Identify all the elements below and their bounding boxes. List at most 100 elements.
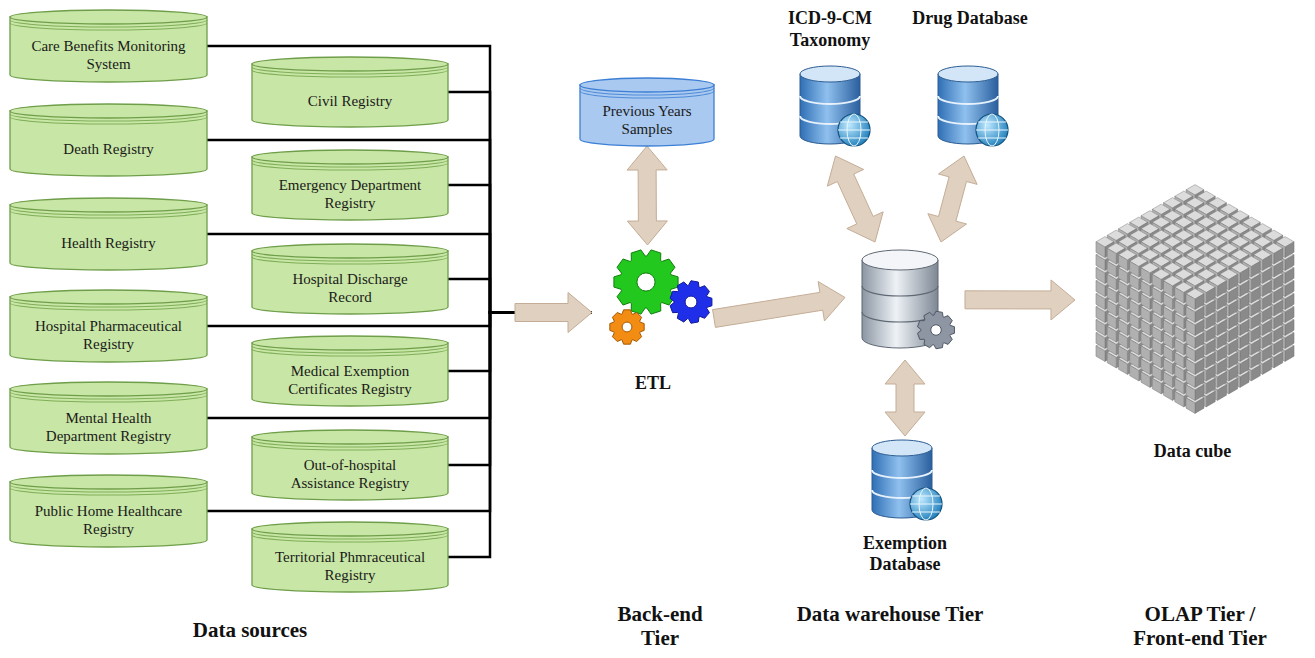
cylinder-top bbox=[580, 78, 714, 92]
gear-hole bbox=[685, 296, 697, 308]
cylinder-ring bbox=[10, 211, 207, 218]
node-text: Hospital Pharmaceutical Registry bbox=[30, 317, 187, 353]
block-arrow bbox=[713, 282, 845, 328]
cube-cell bbox=[1141, 307, 1150, 323]
cylinder-ring bbox=[10, 300, 207, 307]
cube-cell bbox=[1107, 261, 1116, 277]
cube-cell bbox=[1240, 307, 1249, 323]
cube-cell bbox=[1285, 242, 1294, 258]
cube-cell bbox=[1152, 326, 1161, 342]
node-text: Care Benefits Monitoring System bbox=[30, 37, 187, 73]
cube-cell bbox=[1251, 352, 1260, 368]
cube-cell bbox=[1229, 352, 1238, 368]
cube-cell bbox=[1206, 339, 1215, 355]
cube-cell bbox=[1206, 365, 1215, 381]
cube-cell bbox=[1195, 346, 1204, 362]
cylinder-body bbox=[580, 85, 714, 146]
bus-connector bbox=[448, 185, 592, 313]
cube-cell bbox=[1118, 255, 1127, 271]
bus-connector bbox=[207, 313, 592, 512]
cube-cell bbox=[1229, 378, 1238, 394]
cube-cell bbox=[1263, 281, 1272, 297]
data-warehouse bbox=[845, 242, 965, 360]
tier-label: Data warehouse Tier bbox=[795, 602, 985, 626]
cube-cell bbox=[1130, 326, 1139, 342]
node-text: Civil Registry bbox=[308, 92, 393, 110]
cube-cell bbox=[1186, 359, 1195, 375]
node-text: Mental Health Department Registry bbox=[30, 409, 187, 445]
cube-cell bbox=[1118, 359, 1127, 375]
cube-cell bbox=[1175, 339, 1184, 355]
cube-cell bbox=[1195, 359, 1204, 375]
node-text: Death Registry bbox=[63, 140, 153, 158]
cylinder-top bbox=[10, 104, 207, 118]
cube-cell bbox=[1163, 359, 1172, 375]
cube-cell bbox=[1274, 326, 1283, 342]
cube-cell bbox=[1107, 248, 1116, 264]
cube-cell bbox=[1274, 339, 1283, 355]
registry-cylinder: Territorial Phmraceutical Registry bbox=[252, 522, 448, 592]
cube-cell bbox=[1175, 352, 1184, 368]
cube-cell bbox=[1229, 287, 1238, 303]
cube-cell bbox=[1263, 255, 1272, 271]
cube-cell bbox=[1195, 333, 1204, 349]
cube-cell bbox=[1141, 268, 1150, 284]
cylinder-body bbox=[252, 437, 448, 500]
cube-cell bbox=[1206, 326, 1215, 342]
cube-cell bbox=[1141, 320, 1150, 336]
cube-cell bbox=[1141, 333, 1150, 349]
cylinder-top bbox=[252, 244, 448, 258]
cube-cell bbox=[1240, 320, 1249, 336]
cube-cell bbox=[1163, 320, 1172, 336]
cube-cell bbox=[1251, 274, 1260, 290]
cube-cell bbox=[1130, 339, 1139, 355]
cylinder-body bbox=[252, 251, 448, 314]
cylinder-ring bbox=[10, 485, 207, 492]
block-arrow bbox=[885, 360, 925, 436]
cube-cell bbox=[1274, 300, 1283, 316]
cylinder-ring bbox=[10, 395, 207, 402]
cube-cell bbox=[1251, 300, 1260, 316]
cylinder-body bbox=[252, 529, 448, 592]
tier-label: OLAP Tier / Front-end Tier bbox=[1115, 602, 1285, 650]
cube-cell bbox=[1195, 294, 1204, 310]
cube-cell bbox=[1152, 365, 1161, 381]
cube-cell bbox=[1240, 294, 1249, 310]
cylinder-top bbox=[252, 57, 448, 71]
cube-cell bbox=[1218, 281, 1227, 297]
cube-cell bbox=[1218, 372, 1227, 388]
cylinder-body bbox=[10, 389, 207, 454]
cube-cell bbox=[1285, 268, 1294, 284]
registry-cylinder: Health Registry bbox=[10, 198, 207, 270]
gear bbox=[670, 281, 712, 324]
cylinder-top bbox=[10, 290, 207, 304]
cube-cell bbox=[1107, 274, 1116, 290]
cube-cell bbox=[1107, 287, 1116, 303]
cube-cell bbox=[1152, 352, 1161, 368]
cube-cell bbox=[1130, 287, 1139, 303]
cube-cell bbox=[1263, 307, 1272, 323]
node-text: Previous Years Samples bbox=[590, 102, 704, 138]
cube-cell bbox=[1195, 320, 1204, 336]
cylinder-body bbox=[252, 157, 448, 220]
cube-cell bbox=[1096, 333, 1105, 349]
cube-cell bbox=[1251, 365, 1260, 381]
cylinder-ring bbox=[252, 532, 448, 539]
cube-cell bbox=[1206, 352, 1215, 368]
node-text: Data cube bbox=[1154, 441, 1232, 463]
cube-cell bbox=[1206, 378, 1215, 394]
cube-cell bbox=[1141, 359, 1150, 375]
registry-cylinder: Hospital Pharmaceutical Registry bbox=[10, 290, 207, 362]
node-text: Exemption Database bbox=[852, 533, 958, 576]
cylinder-body bbox=[252, 343, 448, 406]
gear-hole bbox=[637, 273, 655, 291]
cube-cell bbox=[1251, 326, 1260, 342]
cube-cell bbox=[1206, 300, 1215, 316]
cube-cell bbox=[1195, 372, 1204, 388]
cylinder-top bbox=[10, 10, 207, 24]
cube-cell bbox=[1285, 307, 1294, 323]
cylinder-top bbox=[252, 336, 448, 350]
cube-cell bbox=[1141, 346, 1150, 362]
cube-cell bbox=[1229, 313, 1238, 329]
cube-cell bbox=[1096, 281, 1105, 297]
